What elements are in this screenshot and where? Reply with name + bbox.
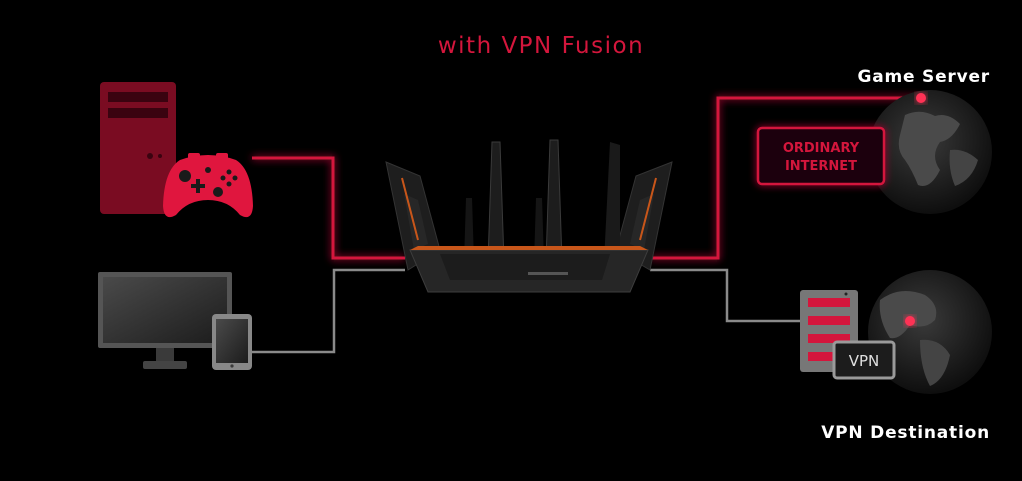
vpn-badge-label: VPN	[849, 352, 880, 370]
game-server-label: Game Server	[857, 67, 990, 87]
globe-icon	[868, 270, 992, 394]
gamepad-icon	[163, 153, 253, 218]
red-connection-line	[252, 96, 922, 260]
vpn-badge: VPN	[832, 340, 896, 380]
tablet-icon	[212, 314, 252, 370]
desktop-tower-icon	[100, 82, 176, 214]
router-icon	[385, 139, 673, 293]
ordinary-internet-line2: INTERNET	[785, 159, 857, 174]
monitor-icon	[98, 272, 232, 369]
gray-connection-line	[252, 268, 800, 354]
ordinary-internet-badge: ORDINARY INTERNET	[756, 126, 886, 186]
vpn-destination-label: VPN Destination	[821, 423, 990, 443]
ordinary-internet-line1: ORDINARY	[783, 141, 860, 156]
diagram-title: with VPN Fusion	[437, 33, 645, 59]
globe-icon	[868, 90, 992, 214]
